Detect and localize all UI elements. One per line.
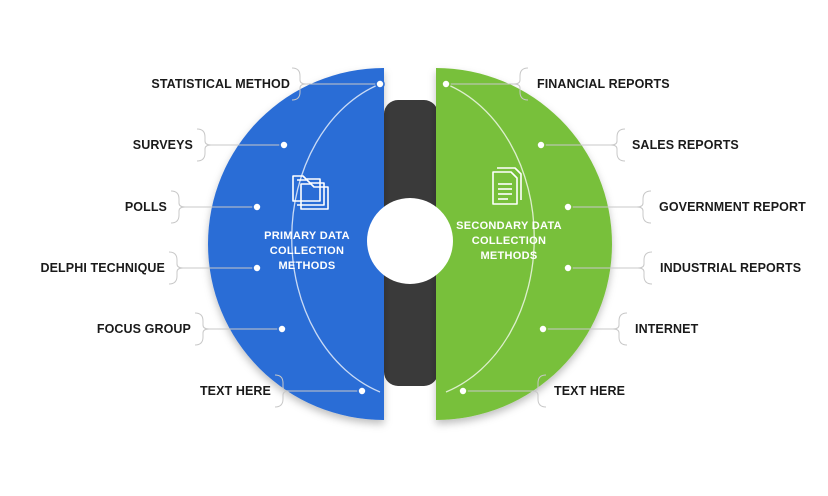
- primary-item-label: POLLS: [124, 200, 167, 214]
- primary-item-label: TEXT HERE: [199, 384, 271, 398]
- bracket-line: [612, 312, 628, 346]
- primary-title-line-3: METHODS: [278, 260, 336, 272]
- node-dot: [252, 263, 262, 273]
- primary-title-line-1: PRIMARY DATA: [264, 230, 350, 242]
- node-dot: [279, 140, 289, 150]
- bracket-line: [170, 190, 186, 224]
- document-icon: [492, 167, 522, 205]
- folder-stack-icon: [292, 175, 329, 210]
- bracket-line: [196, 128, 212, 162]
- secondary-inner-arc: [445, 83, 535, 393]
- secondary-item-label: INDUSTRIAL REPORTS: [660, 261, 802, 275]
- primary-half-disc: [208, 68, 384, 420]
- bracket-line: [194, 312, 210, 346]
- center-circle: [367, 198, 453, 284]
- node-dot: [375, 79, 385, 89]
- bracket-line: [610, 128, 626, 162]
- primary-item-label: SURVEYS: [132, 138, 193, 152]
- secondary-half-disc: [436, 68, 612, 420]
- node-dot: [536, 140, 546, 150]
- secondary-title-line-3: METHODS: [480, 250, 538, 262]
- secondary-item-label: INTERNET: [635, 322, 699, 336]
- node-dot: [277, 324, 287, 334]
- connectors: [168, 67, 653, 408]
- node-dot: [563, 263, 573, 273]
- secondary-title-line-1: SECONDARY DATA: [456, 220, 562, 232]
- secondary-title: SECONDARY DATA COLLECTION METHODS: [455, 219, 563, 264]
- primary-title-line-2: COLLECTION: [269, 245, 345, 257]
- primary-item-label: FOCUS GROUP: [96, 322, 191, 336]
- node-dot: [252, 202, 262, 212]
- primary-item-label: STATISTICAL METHOD: [151, 77, 290, 91]
- primary-inner-arc: [291, 83, 381, 393]
- node-dot: [458, 386, 468, 396]
- node-dot: [563, 202, 573, 212]
- secondary-title-line-2: COLLECTION: [471, 235, 547, 247]
- secondary-item-label: TEXT HERE: [554, 384, 626, 398]
- secondary-item-label: SALES REPORTS: [632, 138, 739, 152]
- primary-item-label: DELPHI TECHNIQUE: [40, 261, 165, 275]
- bracket-line: [637, 251, 653, 285]
- secondary-item-label: FINANCIAL REPORTS: [537, 77, 670, 91]
- bracket-line: [168, 251, 184, 285]
- secondary-item-label: GOVERNMENT REPORT: [659, 200, 806, 214]
- node-dot: [538, 324, 548, 334]
- node-dot: [357, 386, 367, 396]
- bracket-line: [636, 190, 652, 224]
- primary-title: PRIMARY DATA COLLECTION METHODS: [257, 229, 357, 274]
- node-dot: [441, 79, 451, 89]
